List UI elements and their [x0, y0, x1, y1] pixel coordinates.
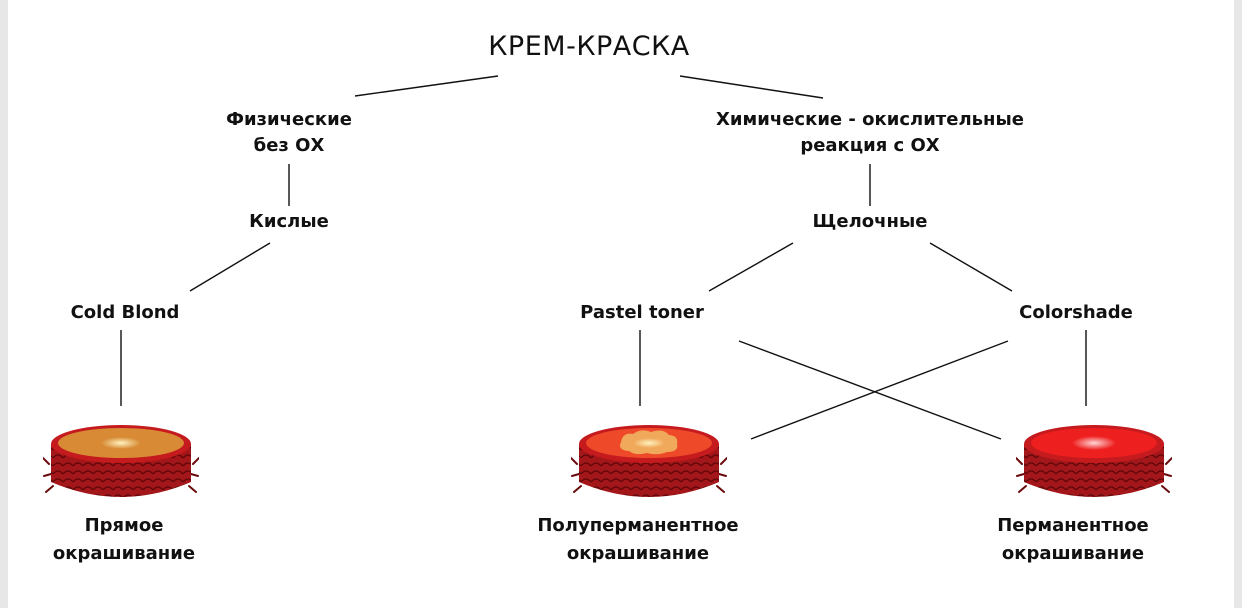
- connector-title-chemical: [679, 75, 824, 99]
- hair-strand-semi-permanent-icon: [570, 418, 728, 508]
- semi-permanent-caption-line1: Полуперманентное: [537, 515, 739, 536]
- pastel-toner-label: Pastel toner: [580, 302, 704, 323]
- hair-strand-direct-icon: [42, 418, 200, 508]
- connector-acidic-coldblond: [189, 242, 271, 292]
- connector-alkaline-colorshade: [929, 242, 1013, 292]
- node-acidic: Кислые: [249, 209, 329, 235]
- connector-title-physical: [354, 75, 499, 97]
- colorshade-label: Colorshade: [1019, 302, 1133, 323]
- permanent-caption-line2: окрашивание: [1001, 543, 1145, 564]
- title-text: КРЕМ-КРАСКА: [488, 31, 690, 62]
- connector-colorshade-semi: [750, 340, 1009, 440]
- chemical-label-line1: Химические - окислительные: [716, 109, 1024, 130]
- direct-caption-line1: Прямое: [84, 515, 164, 536]
- node-permanent-coloring: Перманентное окрашивание: [997, 512, 1149, 568]
- hair-strand-permanent-icon: [1015, 418, 1173, 508]
- connector-pastel-permanent: [738, 340, 1002, 440]
- permanent-caption-line1: Перманентное: [997, 515, 1149, 536]
- diagram-canvas: КРЕМ-КРАСКА Физические без ОХ Химические…: [8, 0, 1234, 608]
- acidic-label: Кислые: [249, 211, 329, 232]
- node-pastel-toner: Pastel toner: [580, 300, 704, 326]
- connector-alkaline-pastel: [708, 242, 794, 292]
- alkaline-label: Щелочные: [812, 211, 928, 232]
- direct-caption-line2: окрашивание: [52, 543, 196, 564]
- connector-lines: [120, 75, 1087, 440]
- diagram-title: КРЕМ-КРАСКА: [488, 30, 689, 64]
- node-alkaline: Щелочные: [813, 209, 928, 235]
- node-colorshade: Colorshade: [1019, 300, 1133, 326]
- node-chemical: Химические - окислительные реакция с ОХ: [716, 107, 1024, 159]
- chemical-label-line2: реакция с ОХ: [800, 135, 940, 156]
- node-direct-coloring: Прямое окрашивание: [53, 512, 195, 568]
- node-physical: Физические без ОХ: [226, 107, 352, 159]
- node-semi-permanent-coloring: Полуперманентное окрашивание: [537, 512, 738, 568]
- physical-label-line2: без ОХ: [253, 135, 325, 156]
- semi-permanent-caption-line2: окрашивание: [566, 543, 710, 564]
- node-cold-blond: Cold Blond: [71, 300, 180, 326]
- physical-label-line1: Физические: [226, 109, 352, 130]
- cold-blond-label: Cold Blond: [70, 302, 180, 323]
